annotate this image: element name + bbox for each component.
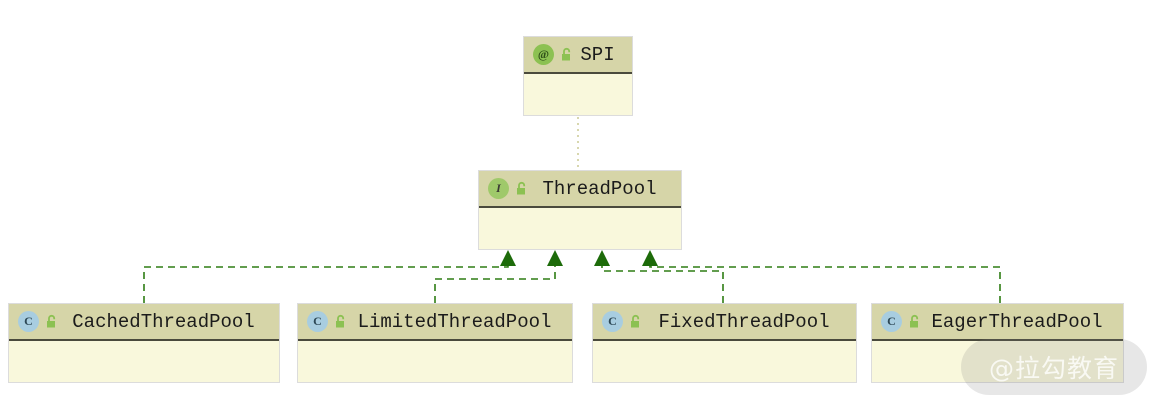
uml-node-cachedthreadpool-body	[9, 341, 279, 378]
uml-node-limitedthreadpool-body	[298, 341, 572, 378]
uml-node-fixedthreadpool[interactable]: C FixedThreadPool	[592, 303, 857, 383]
edge-fixed-arrowhead	[594, 250, 610, 266]
uml-node-cachedthreadpool-title: CachedThreadPool	[72, 310, 255, 333]
uml-node-fixedthreadpool-title: FixedThreadPool	[658, 310, 830, 333]
class-badge-icon: C	[18, 311, 39, 332]
uml-node-limitedthreadpool-title: LimitedThreadPool	[357, 310, 552, 333]
interface-badge-icon: I	[488, 178, 509, 199]
uml-node-eagerthreadpool[interactable]: C EagerThreadPool	[871, 303, 1124, 383]
unlocked-icon	[907, 314, 923, 330]
unlocked-icon	[514, 181, 530, 197]
uml-node-spi[interactable]: @ SPI	[523, 36, 633, 116]
edge-fixed-threadpool	[601, 262, 724, 303]
edge-limited-threadpool	[434, 262, 556, 303]
uml-node-eagerthreadpool-body	[872, 341, 1123, 378]
annotation-badge-icon: @	[533, 44, 554, 65]
uml-node-cachedthreadpool[interactable]: C CachedThreadPool	[8, 303, 280, 383]
uml-node-cachedthreadpool-header: C CachedThreadPool	[9, 304, 279, 341]
uml-node-threadpool-title: ThreadPool	[542, 177, 657, 200]
unlocked-icon	[628, 314, 644, 330]
edge-eager-threadpool	[649, 262, 1001, 303]
uml-node-fixedthreadpool-body	[593, 341, 856, 378]
uml-node-eagerthreadpool-title: EagerThreadPool	[931, 310, 1103, 333]
class-badge-icon: C	[307, 311, 328, 332]
uml-node-fixedthreadpool-header: C FixedThreadPool	[593, 304, 856, 341]
edge-cached-threadpool	[143, 262, 509, 303]
class-badge-icon: C	[602, 311, 623, 332]
class-badge-icon: C	[881, 311, 902, 332]
uml-node-threadpool-body	[479, 208, 681, 245]
uml-node-spi-body	[524, 74, 632, 111]
edge-eager-arrowhead	[642, 250, 658, 266]
uml-node-limitedthreadpool-header: C LimitedThreadPool	[298, 304, 572, 341]
uml-node-threadpool-header: I ThreadPool	[479, 171, 681, 208]
unlocked-icon	[333, 314, 349, 330]
unlocked-icon	[559, 47, 575, 63]
unlocked-icon	[44, 314, 60, 330]
uml-node-threadpool[interactable]: I ThreadPool	[478, 170, 682, 250]
uml-node-spi-title: SPI	[580, 43, 615, 66]
uml-node-spi-header: @ SPI	[524, 37, 632, 74]
edge-cached-arrowhead	[500, 250, 516, 266]
uml-node-eagerthreadpool-header: C EagerThreadPool	[872, 304, 1123, 341]
uml-node-limitedthreadpool[interactable]: C LimitedThreadPool	[297, 303, 573, 383]
edge-limited-arrowhead	[547, 250, 563, 266]
